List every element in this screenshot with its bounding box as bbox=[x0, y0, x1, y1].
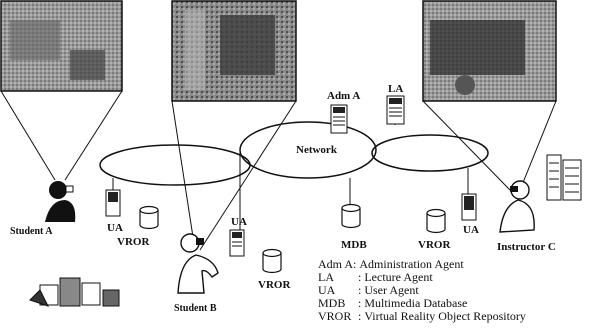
instructor-equipment-icon bbox=[546, 154, 582, 201]
student-a-person-icon bbox=[45, 181, 76, 222]
instructor-c-label: Instructor C bbox=[497, 241, 556, 253]
ua-student-b-server-icon bbox=[229, 229, 245, 257]
ua-left-label: UA bbox=[107, 222, 123, 234]
vror-left-db-icon bbox=[139, 205, 159, 230]
legend-item: Adm A:Administration Agent bbox=[318, 257, 464, 271]
legend-sep: : bbox=[358, 309, 361, 323]
legend-text: Administration Agent bbox=[359, 257, 464, 271]
vror-student-b-label: VROR bbox=[258, 279, 291, 291]
legend-text: User Agent bbox=[364, 283, 419, 297]
ua-right-server-icon bbox=[461, 193, 477, 221]
vror-right-db-icon bbox=[426, 208, 446, 234]
legend-abbr: MDB bbox=[318, 296, 345, 310]
vror-right-label: VROR bbox=[418, 239, 451, 251]
network-links bbox=[99, 121, 489, 186]
adm-a-server-icon bbox=[330, 104, 348, 134]
legend-text: Multimedia Database bbox=[364, 296, 467, 310]
legend-abbr: Adm A bbox=[318, 257, 353, 271]
legend-sep: : bbox=[358, 270, 361, 284]
vror-left-label: VROR bbox=[117, 236, 150, 248]
student-b-label: Student B bbox=[174, 303, 217, 314]
legend-item: UA:User Agent bbox=[318, 283, 419, 297]
legend-item: VROR:Virtual Reality Object Repository bbox=[318, 309, 526, 323]
instructor-c-person-icon bbox=[499, 180, 535, 233]
ua-left-server-icon bbox=[105, 189, 121, 217]
mdb-db-icon bbox=[341, 203, 361, 229]
legend: Adm A:Administration Agent LA:Lecture Ag… bbox=[318, 257, 526, 323]
legend-text: Lecture Agent bbox=[364, 270, 433, 284]
legend-sep: : bbox=[358, 283, 361, 297]
legend-text: Virtual Reality Object Repository bbox=[364, 309, 526, 323]
ua-student-b-label: UA bbox=[231, 216, 247, 228]
legend-sep: : bbox=[353, 257, 356, 271]
student-a-label: Student A bbox=[10, 226, 53, 237]
student-equipment-icon bbox=[29, 277, 120, 307]
legend-item: LA:Lecture Agent bbox=[318, 270, 433, 284]
vror-student-b-db-icon bbox=[262, 248, 282, 274]
view-lines bbox=[0, 90, 557, 251]
legend-sep: : bbox=[358, 296, 361, 310]
legend-item: MDB:Multimedia Database bbox=[318, 296, 467, 310]
student-b-person-icon bbox=[177, 233, 219, 294]
legend-abbr: UA bbox=[318, 283, 336, 297]
student-a-view-photo bbox=[0, 0, 123, 92]
adm-a-label: Adm A bbox=[327, 90, 360, 102]
instructor-c-view-photo bbox=[422, 0, 557, 102]
legend-abbr: VROR bbox=[318, 309, 351, 323]
network-label: Network bbox=[296, 144, 338, 156]
legend-abbr: LA bbox=[318, 270, 334, 284]
ua-right-label: UA bbox=[463, 224, 479, 236]
la-label: LA bbox=[388, 83, 403, 95]
student-b-view-photo bbox=[171, 0, 297, 102]
mdb-label: MDB bbox=[341, 239, 367, 251]
la-server-icon bbox=[386, 95, 405, 125]
